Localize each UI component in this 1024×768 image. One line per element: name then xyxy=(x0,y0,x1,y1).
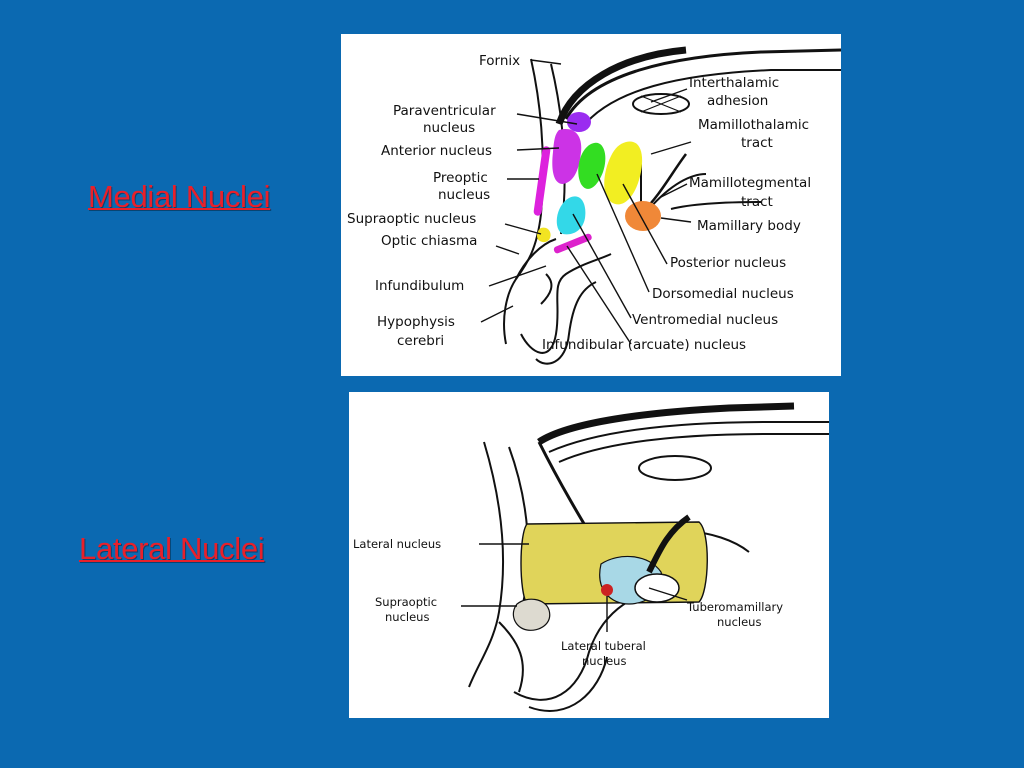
paraventricular-nucleus-shape xyxy=(567,112,591,132)
supraoptic-nucleus-shape xyxy=(537,227,551,243)
mamillothalamic-label-line1: Mamillothalamic xyxy=(698,117,809,133)
anterior-nucleus-label: Anterior nucleus xyxy=(381,143,492,159)
posterior-nucleus-shape xyxy=(604,141,643,205)
paraventricular-label-line1: Paraventricular xyxy=(393,103,496,119)
preoptic-label-line2: nucleus xyxy=(438,187,490,203)
infundibular-nucleus-shape xyxy=(553,233,592,254)
paraventricular-label-line2: nucleus xyxy=(423,120,475,136)
interthalamic-label-line1: Interthalamic xyxy=(689,75,779,91)
mamillary-body-label: Mamillary body xyxy=(697,218,801,234)
mamillothalamic-label-line2: tract xyxy=(741,135,773,151)
tract-bundle xyxy=(646,514,691,574)
lateral-nuclei-title[interactable]: Lateral Nuclei xyxy=(79,531,265,566)
dorsomedial-nucleus-shape xyxy=(578,142,606,189)
hypophysis-label-line1: Hypophysis xyxy=(377,314,455,330)
medial-nuclei-diagram: Fornix Paraventricular nucleus Anterior … xyxy=(341,34,841,376)
interthalamic-label-line2: adhesion xyxy=(707,93,768,109)
ventromedial-nucleus-label: Ventromedial nucleus xyxy=(632,312,778,328)
medial-outline xyxy=(503,48,841,365)
lateral-tuberal-label-line2: nucleus xyxy=(582,654,626,668)
anterior-nucleus-shape xyxy=(552,128,582,184)
fornix-label: Fornix xyxy=(479,53,520,69)
lateral-supraoptic-label-line2: nucleus xyxy=(385,610,429,624)
mamillary-body-shape xyxy=(625,201,661,231)
preoptic-nucleus-shape xyxy=(533,146,551,216)
lateral-nuclei-diagram: Lateral nucleus Supraoptic nucleus Later… xyxy=(349,392,829,718)
preoptic-label-line1: Preoptic xyxy=(433,170,488,186)
medial-nuclei-shapes xyxy=(533,112,661,254)
lateral-nucleus-label: Lateral nucleus xyxy=(353,537,441,551)
medial-leader-lines xyxy=(480,59,692,345)
optic-chiasma-label: Optic chiasma xyxy=(381,233,477,249)
lateral-supraoptic-shape xyxy=(512,598,551,631)
lateral-tuberal-label-line1: Lateral tuberal xyxy=(561,639,646,653)
fornix-band xyxy=(555,46,687,126)
lateral-tuberal-nucleus-shape xyxy=(601,584,613,596)
mamillotegmental-label-line2: tract xyxy=(741,194,773,210)
medial-labels: Fornix Paraventricular nucleus Anterior … xyxy=(347,53,811,353)
dorsomedial-nucleus-label: Dorsomedial nucleus xyxy=(652,286,794,302)
infundibular-nucleus-label: Infundibular (arcuate) nucleus xyxy=(542,337,746,353)
lateral-supraoptic-label-line1: Supraoptic xyxy=(375,595,437,609)
infundibulum-label: Infundibulum xyxy=(375,278,464,294)
ventromedial-nucleus-shape xyxy=(556,196,586,235)
supraoptic-nucleus-label: Supraoptic nucleus xyxy=(347,211,476,227)
medial-diagram-svg: Fornix Paraventricular nucleus Anterior … xyxy=(347,46,841,365)
mamillotegmental-label-line1: Mamillotegmental xyxy=(689,175,811,191)
medial-nuclei-title[interactable]: Medial Nuclei xyxy=(88,179,271,214)
lateral-diagram-svg: Lateral nucleus Supraoptic nucleus Later… xyxy=(353,402,829,712)
tuberomamillary-label-line2: nucleus xyxy=(717,615,761,629)
tuberomamillary-label-line1: Tuberomamillary xyxy=(686,600,783,614)
lateral-leader-lines xyxy=(461,543,688,632)
posterior-nucleus-label: Posterior nucleus xyxy=(670,255,786,271)
hypophysis-label-line2: cerebri xyxy=(397,333,444,349)
lateral-labels: Lateral nucleus Supraoptic nucleus Later… xyxy=(353,537,783,668)
mamillary-body-outline xyxy=(634,573,680,603)
